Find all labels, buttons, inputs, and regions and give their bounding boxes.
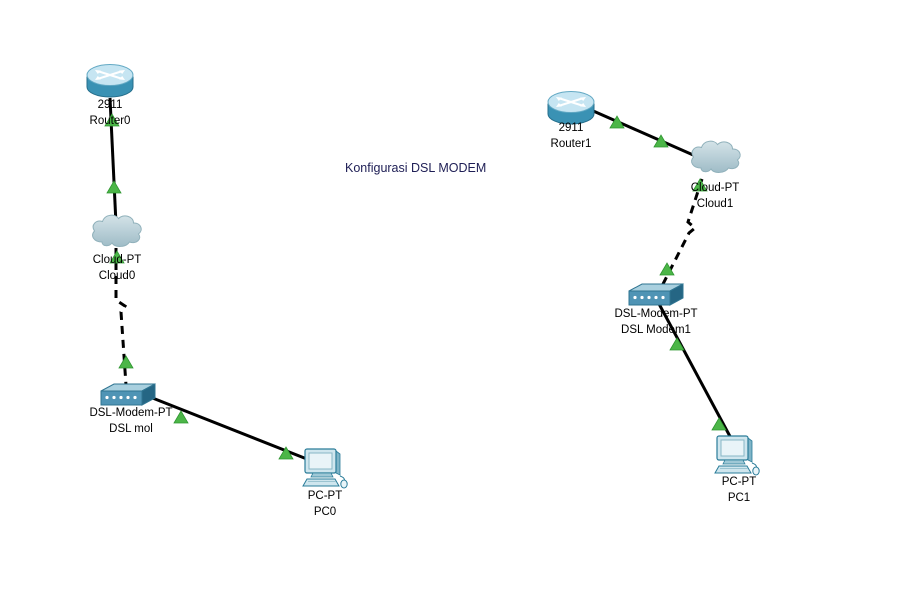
cloud-icon [92,214,142,247]
device-model: PC-PT [307,490,343,502]
device-pc1[interactable] [712,433,764,479]
cable-cloud1-modem1[interactable] [660,178,704,287]
device-label-router1: 2911 Router1 [501,120,641,152]
device-label-cloud0: Cloud-PT Cloud0 [47,252,187,284]
link-status-arrow [109,250,125,264]
device-model: 2911 [97,99,123,111]
device-name: Cloud0 [98,270,136,282]
device-name: DSL Modem1 [621,324,691,336]
pc-icon [714,435,760,476]
device-model: PC-PT [721,476,757,488]
cable-router1-cloud1[interactable] [590,108,701,160]
device-cloud0[interactable] [87,210,145,252]
cloud-icon [691,140,741,173]
device-name: PC1 [727,492,751,504]
pc-icon [302,448,348,489]
device-label-cloud1: Cloud-PT Cloud1 [645,180,785,212]
device-modem1[interactable] [627,282,685,308]
router-icon [547,91,595,125]
device-name: Router1 [550,138,592,150]
device-router0[interactable] [85,61,135,101]
link-status-arrow [278,446,294,460]
link-status-arrow [106,180,122,194]
device-label-pc1: PC-PT PC1 [669,474,809,506]
link-status-arrow [173,410,189,424]
device-label-pc0: PC-PT PC0 [255,488,395,520]
diagram-title: Konfigurasi DSL MODEM [345,161,487,175]
device-name: Cloud1 [696,198,734,210]
link-status-arrow [692,178,708,192]
device-model: 2911 [558,122,584,134]
link-status-arrow [609,115,625,129]
dsl-modem-icon [100,383,156,406]
device-name: DSL mol [109,423,153,435]
router-icon [86,64,134,98]
cable-cloud0-modem0[interactable] [114,248,128,386]
device-label-modem0: DSL-Modem-PT DSL mol [61,405,201,437]
link-status-arrow [669,337,685,351]
device-model: DSL-Modem-PT [614,308,698,320]
device-label-router0: 2911 Router0 [40,97,180,129]
device-modem0[interactable] [99,382,157,408]
cable-modem1-pc1[interactable] [656,301,735,443]
device-name: PC0 [313,506,337,518]
device-model: Cloud-PT [92,254,142,266]
link-status-arrow [104,113,120,127]
link-status-arrow [711,417,727,431]
device-router1[interactable] [546,88,596,128]
link-status-arrow [659,262,675,276]
device-cloud1[interactable] [686,136,744,178]
device-model: Cloud-PT [690,182,740,194]
device-model: DSL-Modem-PT [89,407,173,419]
link-status-arrow [118,355,134,369]
device-pc0[interactable] [300,446,352,492]
dsl-modem-icon [628,283,684,306]
link-status-arrow [653,134,669,148]
device-name: Router0 [89,115,131,127]
device-label-modem1: DSL-Modem-PT DSL Modem1 [586,306,726,338]
